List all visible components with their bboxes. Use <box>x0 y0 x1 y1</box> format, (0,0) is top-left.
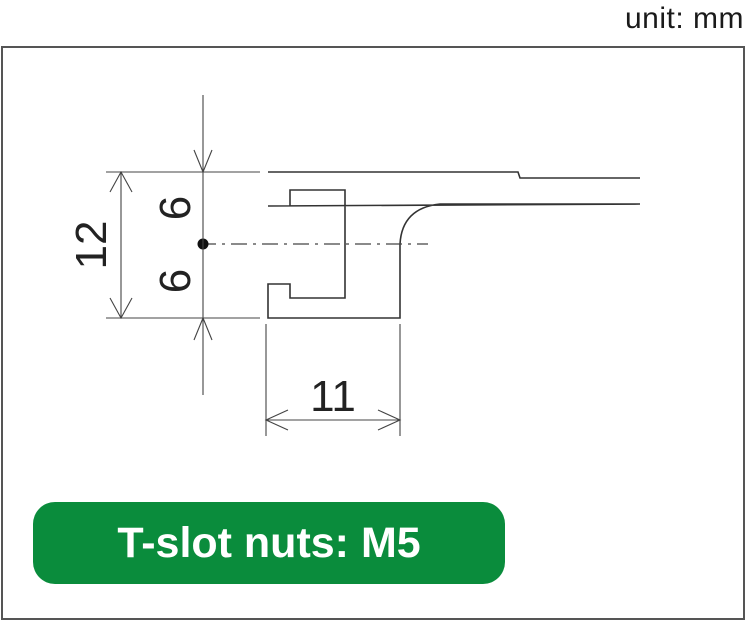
extension-lines <box>106 171 401 436</box>
badge-label: T-slot nuts: M5 <box>117 518 421 567</box>
drawing-frame <box>1 46 745 620</box>
profile-outline <box>267 171 641 319</box>
dim-line-11 <box>264 409 402 431</box>
product-badge: T-slot nuts: M5 <box>33 502 505 584</box>
dim-label-6-upper: 6 <box>151 196 200 220</box>
dim-label-12: 12 <box>67 221 116 270</box>
dim-label-11: 11 <box>310 372 356 421</box>
dim-line-6-6 <box>193 95 213 395</box>
dim-label-6-lower: 6 <box>151 269 200 293</box>
unit-label: unit: mm <box>624 2 744 35</box>
dim-line-12 <box>109 170 133 320</box>
